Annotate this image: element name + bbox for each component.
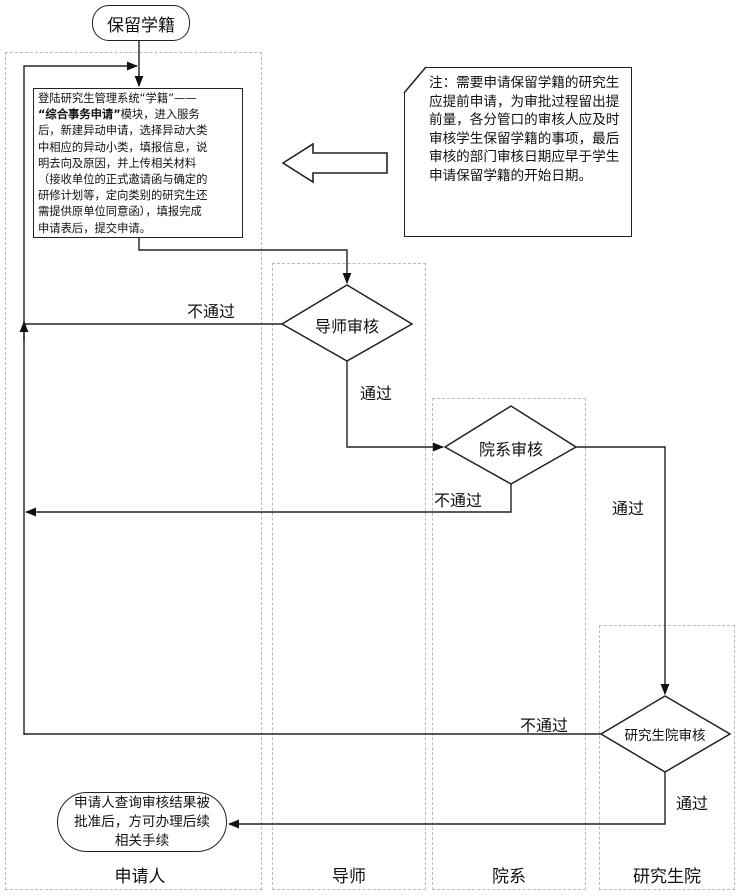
step1-line3: 后，新建异动申请，选择异动大类 — [38, 124, 208, 138]
label-pass-advisor: 通过 — [360, 384, 393, 403]
label-fail-dept: 不通过 — [434, 491, 483, 510]
step1-line6: （接收单位的正式邀请函与确定的 — [38, 173, 208, 187]
edge-step1-to-advisor — [138, 238, 352, 285]
end-node: 申请人查询审核结果被批准后，方可办理后续相关手续 — [57, 792, 227, 852]
start-label: 保留学籍 — [107, 15, 175, 36]
label-fail-advisor: 不通过 — [187, 302, 236, 321]
label-pass-dept: 通过 — [612, 499, 645, 518]
step1-line8: 需提供原单位同意函），填报完成 — [38, 205, 202, 219]
edge-dept-fail — [24, 484, 512, 517]
label-pass-grad: 通过 — [676, 794, 709, 813]
process-submit-application: 登陆研究生管理系统“学籍”—— “综合事务申请”模块，进入服务 后，新建异动申请… — [33, 88, 243, 238]
step1-line7: 研修计划等，定向类别的研究生还 — [38, 189, 208, 203]
decision-dept-label: 院系审核 — [478, 440, 543, 459]
lane-label-applicant: 申请人 — [114, 867, 166, 887]
edge-dept-pass — [576, 446, 670, 696]
start-node: 保留学籍 — [92, 5, 190, 41]
step1-line4: 中相应的异动小类，填报信息，说 — [38, 140, 208, 154]
lane-label-advisor: 导师 — [332, 867, 366, 887]
edge-advisor-pass — [346, 361, 445, 452]
decision-advisor-shape — [280, 284, 414, 362]
label-fail-grad: 不通过 — [520, 716, 569, 735]
step1-line2: “综合事务申请”模块，进入服务 — [38, 107, 238, 123]
note-callout: 注：需要申请保留学籍的研究生应提前申请，为审批过程留出提前量，各分管口的审核人应… — [404, 67, 632, 237]
edge-grad-pass — [227, 772, 666, 829]
end-label: 申请人查询审核结果被批准后，方可办理后续相关手续 — [74, 794, 210, 849]
edge-return-to-step1 — [23, 61, 139, 735]
decision-grad-shape — [599, 695, 732, 773]
lane-applicant — [5, 52, 262, 890]
lane-advisor — [272, 263, 426, 890]
step1-line2-bold: “综合事务申请” — [38, 108, 121, 122]
lane-dept — [432, 398, 586, 890]
step1-line2-rest: 模块，进入服务 — [120, 108, 200, 122]
hollow-arrow-icon — [281, 142, 388, 184]
lane-label-grad-school: 研究生院 — [633, 867, 701, 887]
decision-grad-label: 研究生院审核 — [624, 728, 706, 744]
note-text: 注：需要申请保留学籍的研究生应提前申请，为审批过程留出提前量，各分管口的审核人应… — [429, 75, 620, 184]
step1-line9: 申请表后，提交申请。 — [38, 221, 151, 235]
decision-advisor-label: 导师审核 — [314, 317, 379, 336]
decision-dept-shape — [443, 405, 578, 485]
lane-label-dept: 院系 — [492, 867, 526, 887]
lane-grad-school — [599, 625, 735, 890]
step1-line1: 登陆研究生管理系统“学籍”—— — [38, 92, 197, 105]
step1-line5: 明去向及原因，并上传相关材料 — [38, 156, 197, 170]
